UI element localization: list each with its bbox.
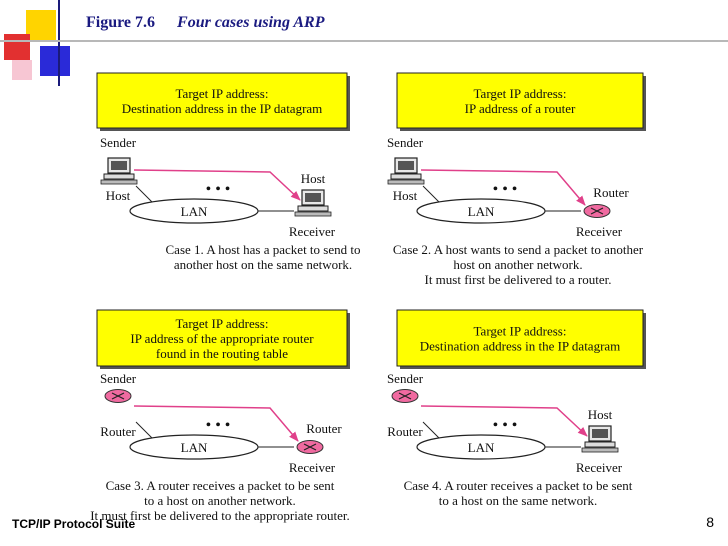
host-keyboard <box>294 211 332 217</box>
slide-title: Figure 7.6 Four cases using ARP <box>86 14 324 32</box>
host-screen <box>398 161 414 170</box>
router-cross <box>111 392 125 400</box>
receiver-router-icon <box>296 440 324 454</box>
decor-square-pink <box>12 60 32 80</box>
target-box-line: Target IP address: <box>176 86 269 101</box>
ellipsis-dots: • • • <box>493 417 518 434</box>
receiver-host-icon <box>581 425 619 453</box>
case-caption-line: Case 1. A host has a packet to send to <box>166 242 361 257</box>
lan-label: LAN <box>468 204 495 219</box>
decor-square-blue <box>40 46 70 76</box>
decor-horizontal-line <box>0 40 728 42</box>
host-keyboard <box>100 179 138 185</box>
ellipsis-dots: • • • <box>493 181 518 198</box>
receiver-type-label: Host <box>588 407 613 422</box>
decor-vertical-line <box>58 0 60 86</box>
host-keyboard <box>581 447 619 453</box>
sender-link <box>135 185 153 203</box>
receiver-type-label: Host <box>301 171 326 186</box>
target-box-line: Target IP address: <box>176 316 269 331</box>
router-cross <box>590 207 604 215</box>
lan-label: LAN <box>181 204 208 219</box>
receiver-label: Receiver <box>576 224 623 239</box>
footer-text: TCP/IP Protocol Suite <box>12 517 136 531</box>
target-box-line: IP address of a router <box>465 101 576 116</box>
case-caption-line: to a host on another network. <box>144 493 296 508</box>
target-box-line: found in the routing table <box>156 346 288 361</box>
receiver-type-label: Router <box>593 185 629 200</box>
router-cross <box>303 443 317 451</box>
case-caption-line: Case 4. A router receives a packet to be… <box>404 478 633 493</box>
host-base <box>297 205 329 212</box>
case-caption-line: Case 2. A host wants to send a packet to… <box>393 242 644 257</box>
receiver-label: Receiver <box>576 460 623 475</box>
arp-path-arrow <box>133 405 299 442</box>
sender-link <box>422 185 440 203</box>
lan-label: LAN <box>181 440 208 455</box>
sender-type-label: Host <box>106 188 131 203</box>
lan-label: LAN <box>468 440 495 455</box>
router-cross <box>398 392 412 400</box>
target-box-line: Destination address in the IP datagram <box>420 339 621 354</box>
host-base <box>103 173 135 180</box>
host-base <box>584 441 616 448</box>
case-caption-line: It must first be delivered to a router. <box>424 272 611 287</box>
host-keyboard <box>387 179 425 185</box>
arp-path-arrow <box>420 405 588 437</box>
sender-label: Sender <box>100 371 137 386</box>
case-panel-3: Target IP address:IP address of the appr… <box>90 309 350 523</box>
decor-square-red <box>4 34 30 60</box>
arp-path-arrow <box>420 169 586 206</box>
target-box-line: Destination address in the IP datagram <box>122 101 323 116</box>
sender-host-icon <box>100 157 138 185</box>
host-screen <box>305 193 321 202</box>
sender-link <box>135 421 153 439</box>
case-panel-1: Target IP address:Destination address in… <box>96 72 361 272</box>
case-caption-line: host on another network. <box>453 257 582 272</box>
ellipsis-dots: • • • <box>206 417 231 434</box>
sender-type-label: Router <box>100 424 136 439</box>
host-screen <box>111 161 127 170</box>
sender-label: Sender <box>387 135 424 150</box>
target-box-line: Target IP address: <box>474 86 567 101</box>
sender-label: Sender <box>387 371 424 386</box>
target-ip-box <box>96 72 348 129</box>
case-panel-2: Target IP address:IP address of a router… <box>387 72 646 287</box>
sender-label: Sender <box>100 135 137 150</box>
decor-square-yellow <box>26 10 56 40</box>
target-box-line: Target IP address: <box>474 324 567 339</box>
sender-router-icon <box>104 389 132 403</box>
target-ip-box <box>96 309 348 367</box>
receiver-type-label: Router <box>306 421 342 436</box>
host-screen <box>592 429 608 438</box>
case-panel-4: Target IP address:Destination address in… <box>387 309 646 508</box>
sender-router-icon <box>391 389 419 403</box>
case-caption-line: to a host on the same network. <box>439 493 598 508</box>
receiver-host-icon <box>294 189 332 217</box>
host-base <box>390 173 422 180</box>
target-ip-box <box>396 72 644 129</box>
case-caption-line: Case 3. A router receives a packet to be… <box>106 478 335 493</box>
sender-host-icon <box>387 157 425 185</box>
receiver-label: Receiver <box>289 224 336 239</box>
figure-number: Figure 7.6 <box>86 14 156 31</box>
ellipsis-dots: • • • <box>206 181 231 198</box>
receiver-label: Receiver <box>289 460 336 475</box>
sender-link <box>422 421 440 439</box>
sender-type-label: Host <box>393 188 418 203</box>
receiver-router-icon <box>583 204 611 218</box>
page-number: 8 <box>706 514 714 530</box>
figure-title: Four cases using ARP <box>177 14 325 31</box>
case-caption-line: It must first be delivered to the approp… <box>90 508 350 523</box>
arp-path-arrow <box>133 169 301 201</box>
target-box-line: IP address of the appropriate router <box>130 331 314 346</box>
sender-type-label: Router <box>387 424 423 439</box>
case-caption-line: another host on the same network. <box>174 257 352 272</box>
target-ip-box <box>396 309 644 367</box>
